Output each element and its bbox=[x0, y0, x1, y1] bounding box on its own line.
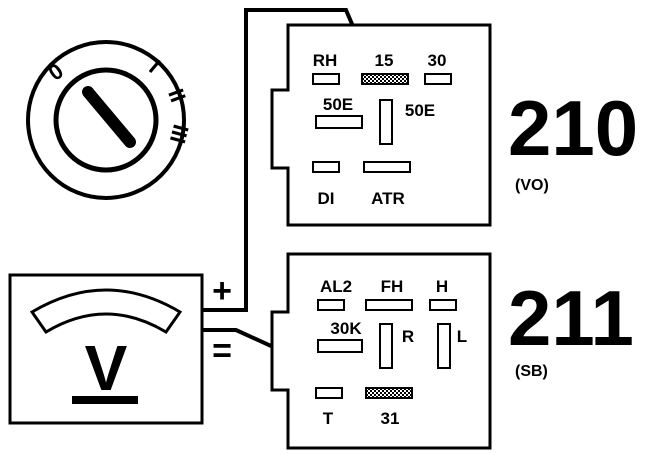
relay-211: AL2 FH H 30K R L T 31 bbox=[270, 252, 492, 450]
pin-label-rh: RH bbox=[313, 51, 338, 70]
pin-label-h: H bbox=[436, 277, 448, 296]
relay-210-code: (VO) bbox=[515, 177, 549, 194]
pin-fh bbox=[365, 299, 413, 311]
pin-30 bbox=[424, 73, 452, 85]
pin-di bbox=[312, 161, 340, 173]
voltmeter-underline bbox=[72, 396, 138, 404]
pin-rh bbox=[312, 73, 340, 85]
relay-210: RH 15 30 50E 50E DI ATR bbox=[270, 23, 492, 227]
pin-label-l: L bbox=[457, 327, 467, 346]
voltmeter-plus-terminal: + bbox=[212, 272, 232, 310]
pin-label-di: DI bbox=[318, 189, 335, 208]
pin-label-50e-right: 50E bbox=[405, 101, 435, 120]
voltmeter-symbol: V bbox=[85, 332, 128, 404]
ignition-switch: 0 I II III bbox=[26, 40, 194, 200]
pin-30k bbox=[317, 339, 363, 353]
pin-31-highlighted bbox=[365, 387, 413, 399]
voltmeter: V + = bbox=[8, 272, 232, 425]
pin-50e-horizontal bbox=[315, 115, 363, 129]
relay-211-code: (SB) bbox=[515, 363, 548, 380]
pin-label-30: 30 bbox=[428, 51, 447, 70]
pin-label-50e-left: 50E bbox=[323, 95, 353, 114]
pin-label-15: 15 bbox=[375, 51, 394, 70]
relay-210-number: 210 bbox=[508, 84, 638, 172]
pin-l bbox=[437, 323, 451, 369]
pin-al2 bbox=[317, 299, 345, 311]
pin-h bbox=[429, 299, 457, 311]
voltmeter-minus-terminal: = bbox=[212, 332, 232, 370]
pin-t bbox=[315, 387, 343, 399]
pin-r bbox=[379, 323, 393, 369]
pin-label-atr: ATR bbox=[371, 189, 405, 208]
pin-label-30k: 30K bbox=[330, 319, 362, 338]
pin-atr bbox=[363, 161, 411, 173]
pin-label-31: 31 bbox=[381, 409, 400, 428]
pin-label-al2: AL2 bbox=[320, 277, 352, 296]
pin-15-highlighted bbox=[361, 73, 409, 85]
pin-50e-vertical bbox=[379, 99, 393, 145]
pin-label-fh: FH bbox=[381, 277, 404, 296]
pin-label-t: T bbox=[323, 409, 334, 428]
ignition-key-slot bbox=[82, 86, 136, 148]
relay-211-number: 211 bbox=[508, 274, 634, 362]
pin-label-r: R bbox=[402, 327, 414, 346]
voltmeter-scale-arc bbox=[29, 288, 183, 335]
